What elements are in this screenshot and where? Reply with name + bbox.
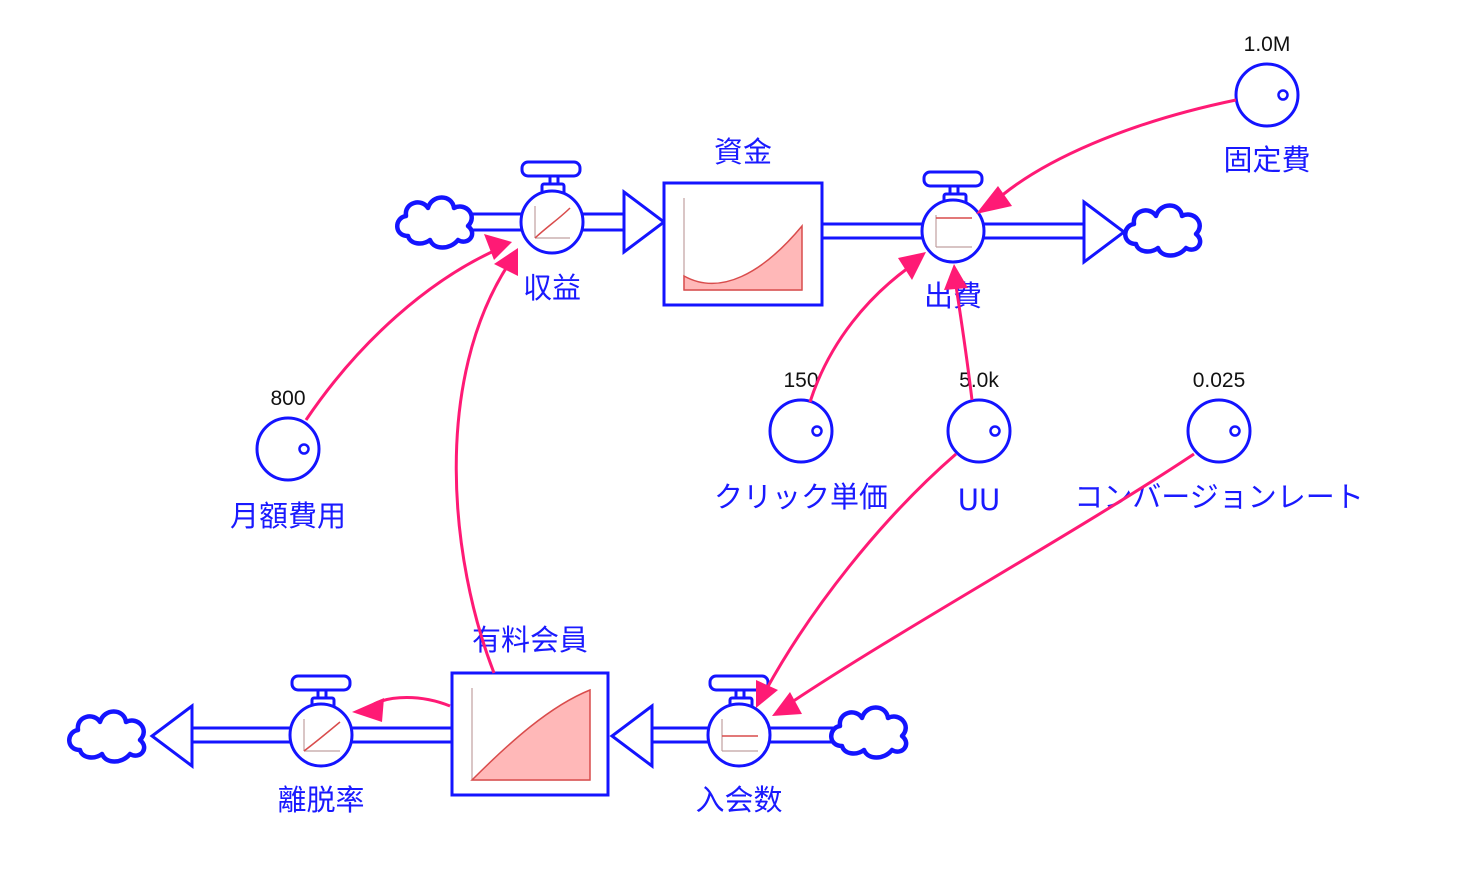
source-cloud-signups [831, 708, 906, 758]
sink-cloud-churn [69, 712, 144, 762]
stock-funds[interactable]: 資金 [662, 135, 824, 307]
fixed-cost-value: 1.0M [1244, 33, 1291, 56]
flow-signups-valve[interactable]: 入会数 [695, 674, 783, 817]
sink-cloud-expense [1125, 206, 1200, 256]
link-monthly-fee-to-revenue [304, 234, 512, 421]
flow-revenue-valve[interactable]: 収益 [519, 160, 585, 305]
conversion-rate-label: コンバージョンレート [1074, 480, 1363, 514]
flow-churn-valve[interactable]: 離脱率 [277, 674, 365, 817]
link-uu-expense-arrowhead [944, 264, 968, 290]
link-paid-members-to-churn [352, 696, 451, 722]
link-fixed-cost-arrowhead [976, 186, 1012, 214]
link-monthly-fee-arrowhead [484, 234, 512, 260]
converter-conversion-rate[interactable]: 0.025 コンバージョンレート [1074, 369, 1363, 514]
stock-paid-members-label: 有料会員 [472, 623, 588, 657]
paid-members-sparkline [470, 688, 591, 781]
link-conversion-rate-to-signups [772, 452, 1195, 716]
link-paid-members-churn-arrowhead [352, 698, 384, 722]
cost-per-click-label: クリック単価 [714, 480, 888, 514]
source-cloud-revenue [397, 198, 472, 248]
signups-flow-arrowhead [609, 703, 654, 769]
flow-revenue-label: 収益 [523, 271, 581, 305]
flow-churn-label: 離脱率 [277, 783, 364, 817]
churn-flow-arrowhead [149, 703, 194, 769]
uu-value: 5.0k [959, 369, 999, 392]
link-fixed-cost-to-expense [976, 98, 1237, 214]
revenue-flow-arrowhead [622, 189, 667, 255]
link-uu-to-expense [944, 264, 974, 401]
link-cost-per-click-to-expense [808, 252, 926, 403]
expense-flow-arrowhead [1082, 199, 1127, 265]
link-conversion-rate-arrowhead [772, 692, 802, 716]
flow-signups-label: 入会数 [695, 783, 782, 817]
fixed-cost-label: 固定費 [1223, 143, 1310, 177]
conversion-rate-value: 0.025 [1193, 369, 1246, 392]
converter-uu[interactable]: 5.0k UU [946, 369, 1012, 517]
cost-per-click-value: 150 [783, 369, 818, 392]
converter-cost-per-click[interactable]: 150 クリック単価 [714, 369, 888, 514]
converter-fixed-cost[interactable]: 1.0M 固定費 [1223, 33, 1310, 177]
link-paid-members-to-revenue [454, 248, 518, 674]
link-uu-to-signups [756, 452, 957, 708]
monthly-fee-value: 800 [270, 387, 305, 410]
stock-paid-members[interactable]: 有料会員 [450, 623, 610, 797]
funds-sparkline [683, 223, 803, 291]
link-uu-signups-arrowhead [756, 680, 778, 708]
uu-label: UU [958, 483, 1000, 517]
stock-funds-label: 資金 [714, 135, 772, 169]
monthly-fee-label: 月額費用 [230, 499, 346, 533]
link-cost-per-click-arrowhead [898, 252, 926, 280]
flow-expense-valve[interactable]: 出費 [920, 170, 986, 313]
converter-monthly-fee[interactable]: 800 月額費用 [230, 387, 346, 533]
link-paid-members-arrowhead [494, 248, 518, 276]
